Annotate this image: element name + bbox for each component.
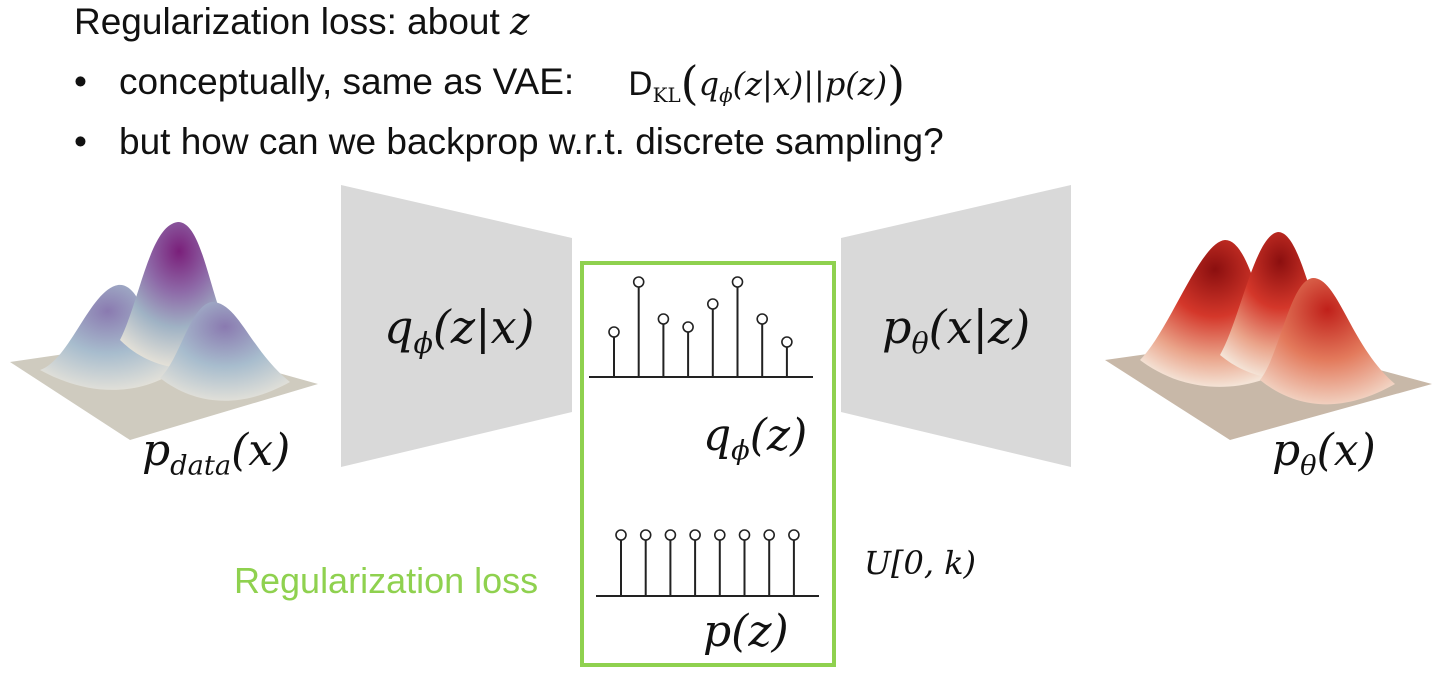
prior-stem-head-6 [763,529,776,541]
data-dist-main: p [142,425,171,476]
posterior-stem-head-3 [682,321,694,333]
prior-stem-head-3 [689,529,701,541]
model-dist-main: p [1272,425,1301,476]
prior-stem-head-4 [713,529,726,541]
bullet-1-text: conceptually, same as VAE: [119,61,575,102]
heading-text: Regularization loss: about [74,1,500,42]
prior-stem-plot [596,529,819,597]
posterior-stem-head-6 [756,313,769,325]
encoder-label-sub: ϕ [413,326,433,360]
bullet-2-text: but how can we backprop w.r.t. discrete … [119,121,944,162]
posterior-stem-head-2 [657,313,670,325]
regularization-box [580,261,836,667]
posterior-main: q [703,410,732,461]
posterior-stem-head-4 [706,298,719,310]
encoder-label-args: (z|x) [432,300,535,354]
decoder-trapezoid [841,185,1071,467]
model-dist-args: (x) [1316,425,1376,476]
prior-main: p [703,606,732,657]
prior-label: p(z) [703,606,789,663]
posterior-args: (z) [749,410,808,461]
bullet-marker: • [74,121,87,162]
decoder-label-main: p [882,300,912,354]
model-distribution-surface [1105,232,1432,440]
posterior-stem-head-7 [781,336,793,348]
posterior-sub: ϕ [731,435,750,467]
regularization-loss-label: Regularization loss [234,560,539,601]
model-dist-label: pθ(x) [1272,425,1376,482]
data-dist-sub: data [170,450,232,482]
prior-stem-head-1 [639,529,652,541]
posterior-label: qϕ(z) [703,410,807,467]
kl-formula: DKL(qϕ(z|x)||p(z)) [628,56,906,110]
prior-stem-head-7 [788,529,800,541]
encoder-label-main: q [384,300,414,354]
decoder-label-args: (x|z) [928,300,1031,354]
prior-stem-head-2 [664,529,677,541]
heading-var: z [510,0,530,43]
data-dist-args: (x) [231,425,291,476]
encoder-label: qϕ(z|x) [384,300,534,360]
kl-args: (z|x)||p(z) [732,65,888,103]
data-peak-right [160,302,290,401]
model-peak-right [1260,278,1395,405]
data-dist-label: pdata(x) [142,425,290,482]
bullet-2: • but how can we backprop w.r.t. discrete… [74,120,944,164]
posterior-stem-head-0 [608,326,620,338]
kl-operator: D [628,65,653,103]
kl-subscript: KL [652,83,681,107]
encoder-trapezoid [341,185,572,467]
slide-heading: Regularization loss: about z [74,0,530,44]
data-distribution-surface [10,222,318,440]
decoder-label-sub: θ [911,326,929,360]
prior-stem-head-5 [738,529,751,541]
prior-args: (z) [731,606,789,657]
prior-stem-head-0 [615,529,627,541]
bullet-marker: • [74,61,87,102]
kl-body: q [698,65,720,103]
bullet-1: • conceptually, same as VAE: [74,60,574,104]
posterior-stem-head-5 [731,276,744,288]
model-dist-sub: θ [1300,450,1317,482]
kl-body-sub: ϕ [719,83,733,107]
decoder-label: pθ(x|z) [882,300,1030,360]
posterior-stem-head-1 [632,276,645,288]
uniform-label: U[0, k) [864,544,977,582]
posterior-stem-plot [589,276,813,378]
